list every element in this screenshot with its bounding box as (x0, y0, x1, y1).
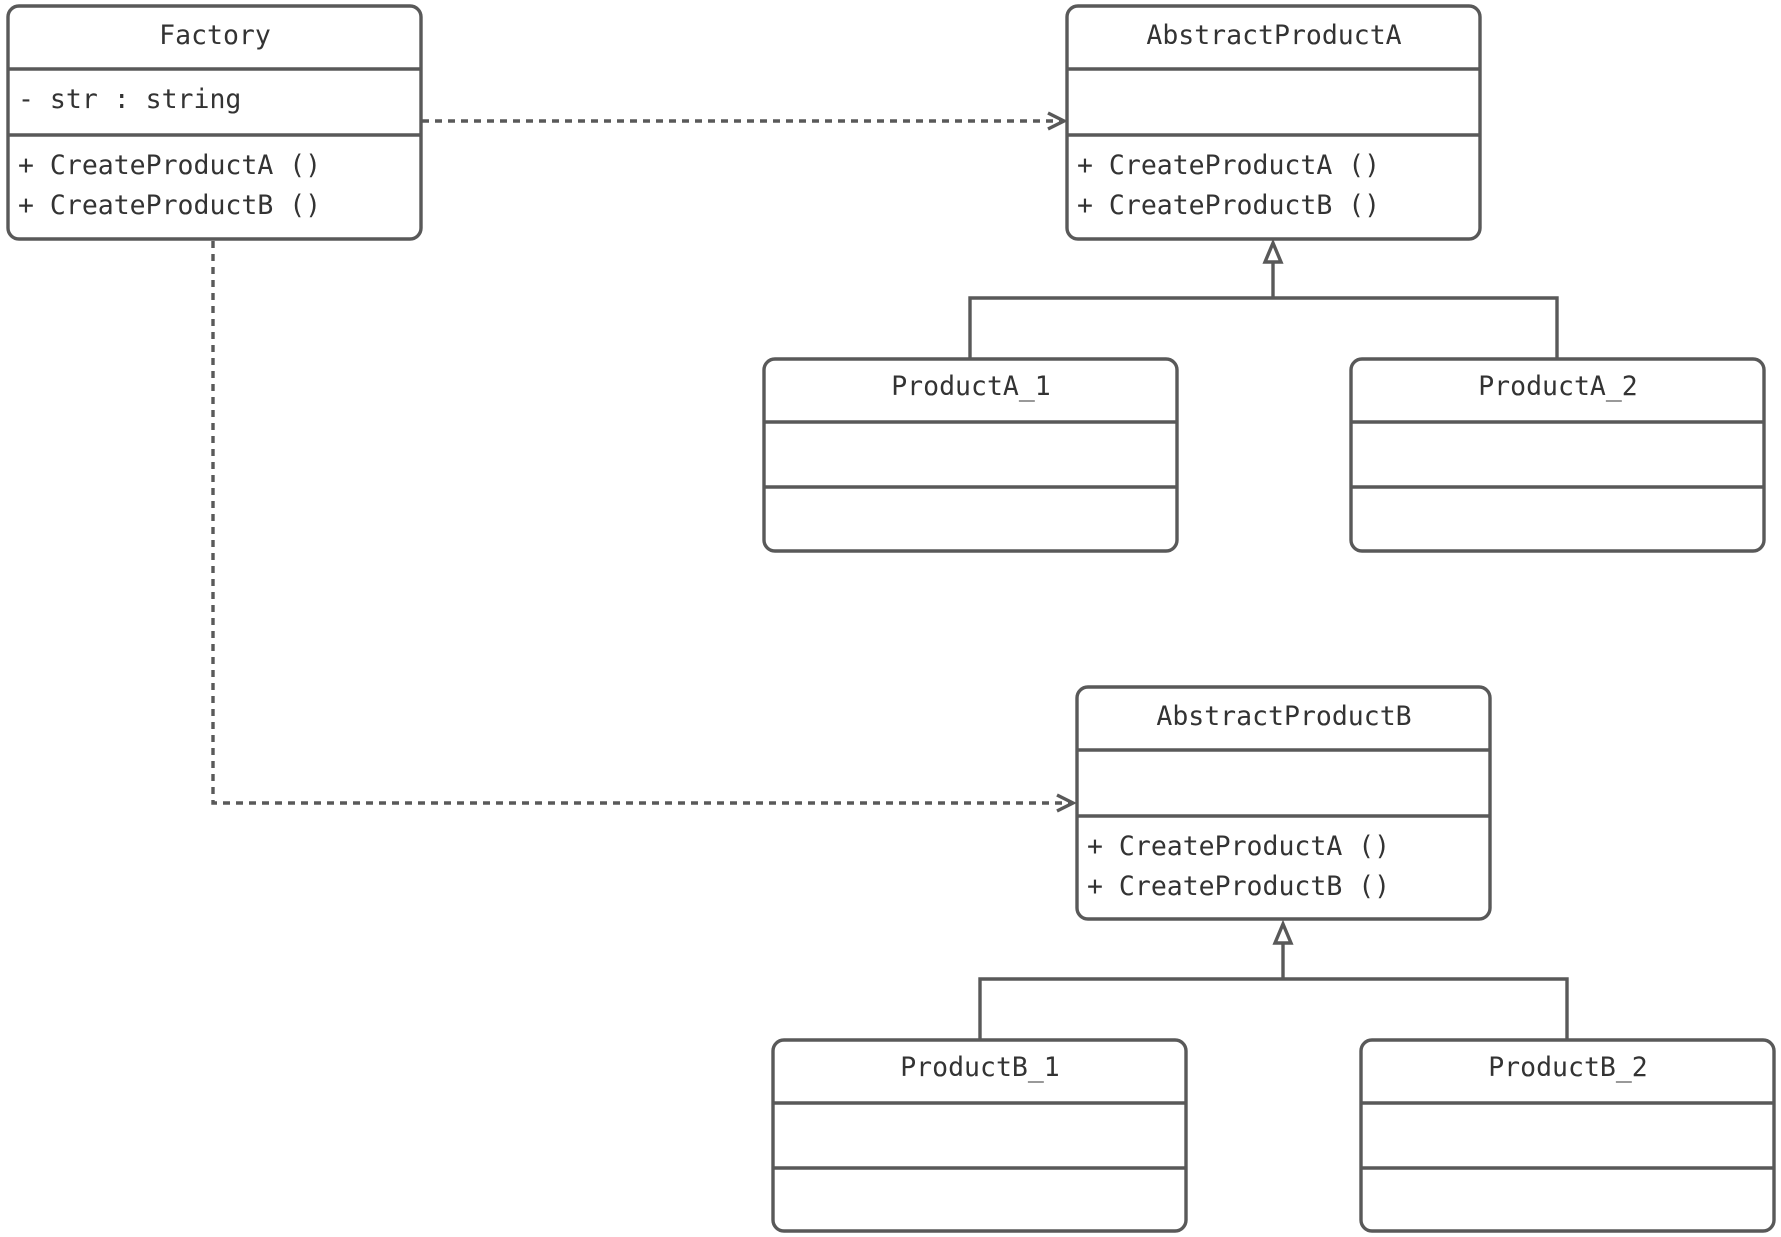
class-product-a-2[interactable]: ProductA_2 (1349, 357, 1766, 553)
class-product-a-1[interactable]: ProductA_1 (762, 357, 1179, 553)
class-name: ProductB_2 (1488, 1052, 1648, 1083)
class-name: ProductB_1 (900, 1052, 1060, 1083)
hollow-triangle-arrowhead-icon (1272, 919, 1294, 945)
class-operation: + CreateProductA () (1077, 150, 1380, 181)
class-abstract-product-a[interactable]: AbstractProductA + CreateProductA () + C… (1065, 4, 1482, 241)
class-product-b-2[interactable]: ProductB_2 (1359, 1038, 1776, 1233)
class-operation: + CreateProductB () (1087, 871, 1390, 902)
open-arrowhead-icon (1056, 793, 1077, 813)
generalization-products-a-to-abstract-product-a[interactable] (968, 238, 1559, 358)
class-product-b-1[interactable]: ProductB_1 (771, 1038, 1188, 1233)
generalization-products-b-to-abstract-product-b[interactable] (978, 919, 1569, 1039)
class-name: AbstractProductB (1156, 701, 1411, 732)
class-operation: + CreateProductB () (18, 190, 321, 221)
class-operation: + CreateProductB () (1077, 190, 1380, 221)
class-name: AbstractProductA (1146, 20, 1401, 51)
hollow-triangle-arrowhead-icon (1262, 238, 1284, 264)
class-operation: + CreateProductA () (1087, 831, 1390, 862)
class-attribute: - str : string (18, 84, 241, 115)
dependency-factory-to-abstract-product-a[interactable] (422, 111, 1068, 131)
open-arrowhead-icon (1047, 111, 1068, 131)
class-name: Factory (159, 20, 271, 51)
class-name: ProductA_2 (1478, 371, 1638, 402)
dependency-factory-to-abstract-product-b[interactable] (211, 241, 1077, 813)
class-name: ProductA_1 (891, 371, 1051, 402)
class-abstract-product-b[interactable]: AbstractProductB + CreateProductA () + C… (1075, 685, 1492, 921)
class-operation: + CreateProductA () (18, 150, 321, 181)
relationships (211, 111, 1569, 1039)
class-factory[interactable]: Factory - str : string + CreateProductA … (6, 4, 423, 241)
